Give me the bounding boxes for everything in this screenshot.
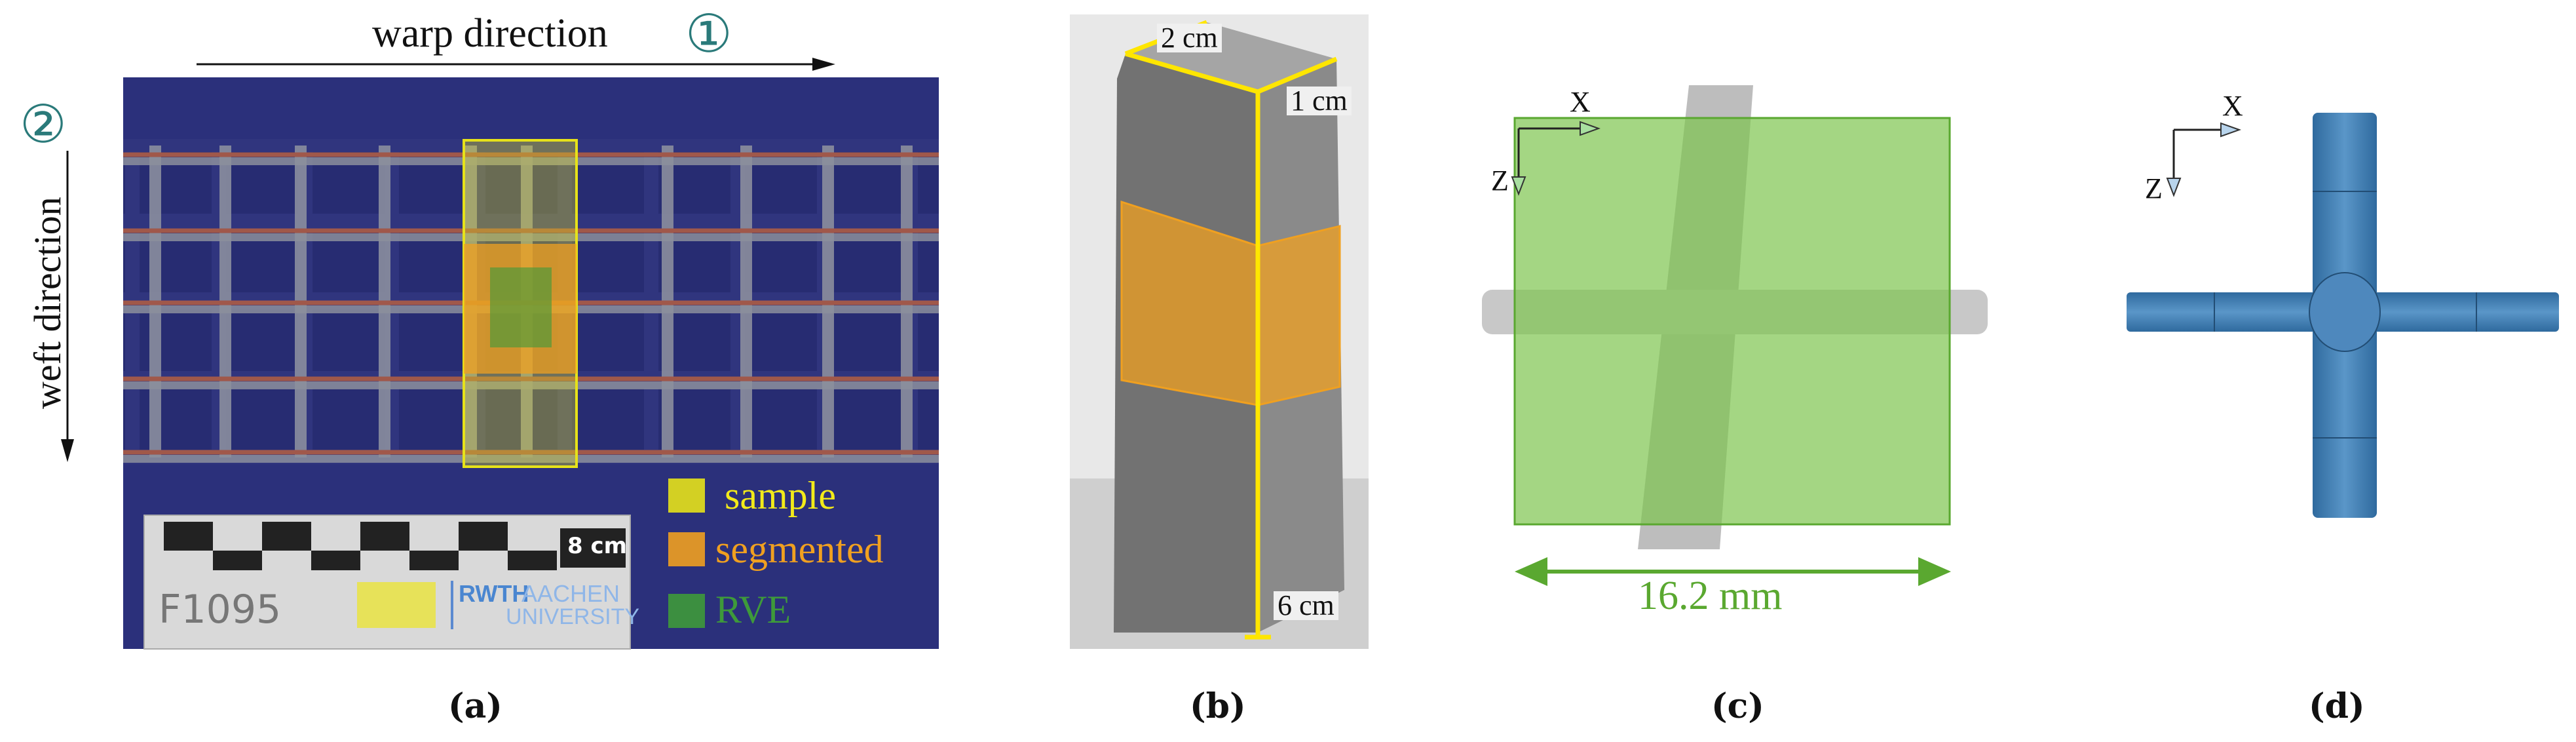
rve-region	[490, 267, 552, 347]
legend-swatch-segmented	[668, 532, 705, 566]
legend-swatch-sample	[668, 478, 705, 513]
legend-label-rve: RVE	[715, 588, 791, 631]
legend-swatch-rve	[668, 594, 705, 628]
warp-direction-label: warp direction	[372, 11, 608, 56]
dim-label-top: 2 cm	[1157, 24, 1222, 52]
dim-label-right: 1 cm	[1287, 87, 1352, 115]
size-label: 16.2 mm	[1638, 574, 1783, 618]
axis-x-label-d: X	[2222, 90, 2243, 122]
axis-triad-c	[1517, 127, 1585, 178]
logo-text-rwth: RWTH	[459, 580, 529, 607]
logo-text-aachen: AACHEN	[521, 580, 620, 607]
rve-junction	[2309, 272, 2381, 352]
axis-triad-d	[2172, 128, 2225, 178]
caption-b: (b)	[1190, 686, 1246, 726]
caption-c: (c)	[1711, 686, 1764, 726]
legend-label-segmented: segmented	[715, 528, 884, 571]
dim-label-length: 6 cm	[1274, 591, 1338, 620]
legend-label-sample: sample	[725, 474, 836, 517]
weft-number-badge: ②	[20, 94, 67, 155]
caption-a: (a)	[448, 686, 502, 726]
warp-number-badge: ①	[685, 3, 732, 64]
rve-box	[1513, 117, 1951, 526]
axis-z-label-c: Z	[1491, 165, 1509, 197]
logo-text-university: UNIVERSITY	[506, 604, 640, 629]
logo-mark	[357, 582, 436, 628]
ruler-checker	[164, 522, 626, 570]
axis-x-label-c: X	[1570, 86, 1591, 118]
ruler-scale-label: 8 cm	[567, 533, 628, 559]
sample-id-label: F1095	[159, 587, 282, 633]
axis-z-label-d: Z	[2145, 172, 2163, 205]
caption-d: (d)	[2309, 686, 2365, 726]
